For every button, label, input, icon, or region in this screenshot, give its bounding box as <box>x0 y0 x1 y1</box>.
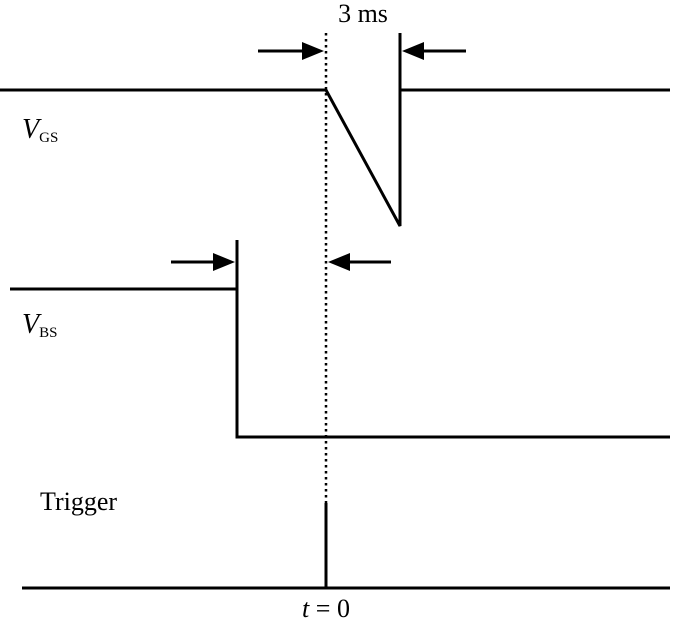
vgs-waveform <box>0 88 670 227</box>
vbs-arrow-right <box>328 253 391 271</box>
vbs-label: VBS <box>22 309 57 341</box>
trigger-label: Trigger <box>40 487 117 516</box>
vbs-arrow-left <box>171 253 235 271</box>
time-zero-label: t = 0 <box>302 594 350 623</box>
vbs-waveform <box>10 287 670 439</box>
vgs-label: VGS <box>22 114 58 146</box>
interval-arrow-left <box>258 42 324 60</box>
interval-label: 3 ms <box>338 0 388 28</box>
interval-arrow-right <box>402 42 466 60</box>
